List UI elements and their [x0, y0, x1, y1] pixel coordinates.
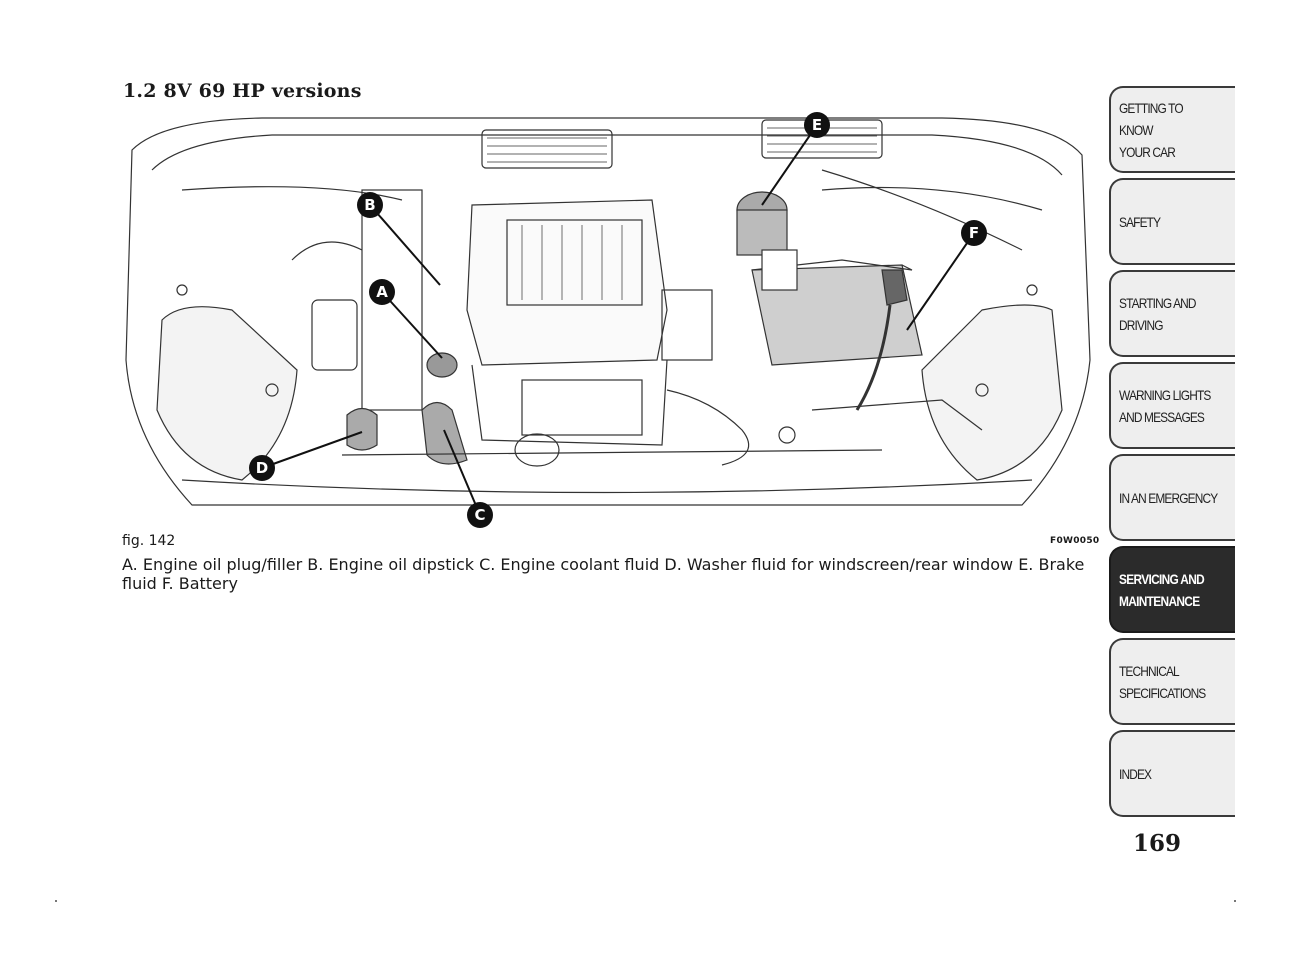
- tab-starting-and-driving[interactable]: STARTING AND DRIVING: [1109, 270, 1235, 357]
- figure-number: fig. 142: [122, 533, 176, 549]
- tab-label: SERVICING AND MAINTENANCE: [1119, 570, 1205, 609]
- figure-caption: A. Engine oil plug/filler B. Engine oil …: [122, 555, 1085, 593]
- tab-servicing-and-maintenance[interactable]: SERVICING AND MAINTENANCE: [1109, 546, 1235, 633]
- tab-label: WARNING LIGHTS AND MESSAGES: [1119, 386, 1211, 425]
- tab-label: TECHNICAL SPECIFICATIONS: [1119, 662, 1206, 701]
- tab-technical-specifications[interactable]: TECHNICAL SPECIFICATIONS: [1109, 638, 1235, 725]
- callout-a: A: [369, 279, 395, 305]
- tab-label: STARTING AND DRIVING: [1119, 294, 1196, 333]
- crop-mark: [55, 900, 57, 902]
- figure-code: F0W0050: [1050, 536, 1100, 546]
- tab-label: IN AN EMERGENCY: [1119, 489, 1218, 506]
- crop-mark: [1234, 900, 1236, 902]
- tab-in-an-emergency[interactable]: IN AN EMERGENCY: [1109, 454, 1235, 541]
- engine-bay-illustration: E B F A D C: [122, 110, 1094, 530]
- tab-index[interactable]: INDEX: [1109, 730, 1235, 817]
- tab-safety[interactable]: SAFETY: [1109, 178, 1235, 265]
- tab-getting-to-know-your-car[interactable]: GETTING TO KNOW YOUR CAR: [1109, 86, 1235, 173]
- tab-label: GETTING TO KNOW YOUR CAR: [1119, 99, 1184, 160]
- tab-label: SAFETY: [1119, 213, 1161, 230]
- section-title: 1.2 8V 69 HP versions: [123, 80, 362, 102]
- chapter-tabs: GETTING TO KNOW YOUR CAR SAFETY STARTING…: [1109, 86, 1235, 822]
- callout-d: D: [249, 455, 275, 481]
- tab-warning-lights[interactable]: WARNING LIGHTS AND MESSAGES: [1109, 362, 1235, 449]
- tab-label: INDEX: [1119, 765, 1152, 782]
- callout-f: F: [961, 220, 987, 246]
- callout-c: C: [467, 502, 493, 528]
- callout-b: B: [357, 192, 383, 218]
- page-number: 169: [1133, 830, 1182, 857]
- callout-e: E: [804, 112, 830, 138]
